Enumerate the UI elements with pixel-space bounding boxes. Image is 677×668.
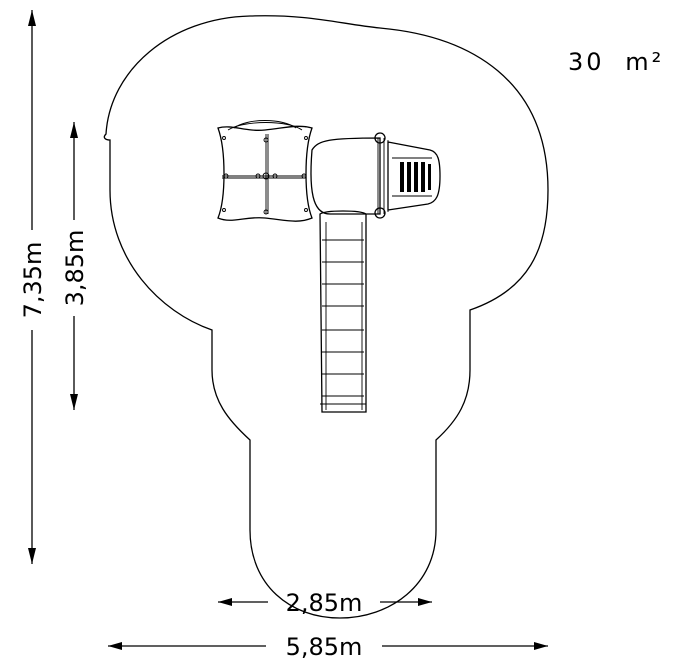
structure-height-label: 3,85m (61, 230, 89, 307)
structure-width-label: 2,85m (286, 589, 363, 617)
area-unit: m² (625, 48, 664, 76)
side-panel (387, 141, 441, 211)
dimension-total-height: 7,35m (19, 10, 47, 564)
panel-slats (400, 162, 431, 192)
dimension-structure-height: 3,85m (61, 122, 89, 410)
tunnel (310, 137, 381, 215)
area-value: 30 (568, 48, 605, 76)
area-label: 30 m² (568, 48, 664, 76)
slide (319, 210, 367, 413)
tower-platform (217, 125, 313, 222)
play-structure (217, 120, 441, 413)
total-width-label: 5,85m (286, 633, 363, 661)
total-height-label: 7,35m (19, 242, 47, 319)
dimension-total-width: 5,85m (108, 633, 548, 661)
dimension-structure-width: 2,85m (218, 589, 432, 617)
safety-zone-outline (103, 15, 549, 619)
